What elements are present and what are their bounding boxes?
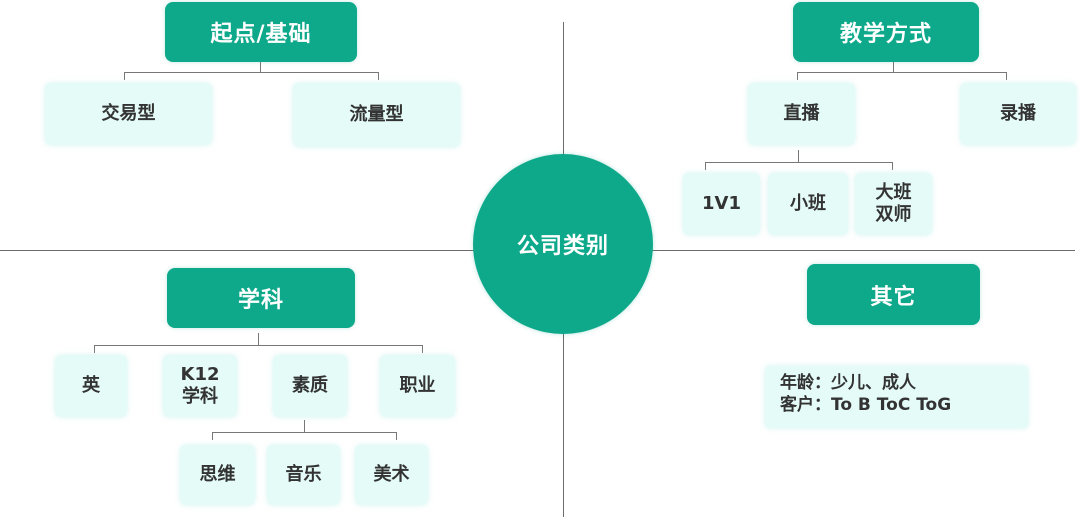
- connector: [892, 162, 893, 170]
- connector: [378, 72, 379, 80]
- connector: [705, 162, 706, 170]
- node-label: 学科: [237, 288, 284, 313]
- node-transaction-type: 交易型: [45, 83, 212, 145]
- node-teaching-method: 教学方式: [793, 2, 979, 62]
- node-label-line2: 双师: [875, 204, 912, 225]
- node-label: 流量型: [349, 104, 404, 125]
- node-label: 思维: [199, 464, 236, 485]
- node-label: 1V1: [702, 193, 741, 214]
- node-label: 起点/基础: [210, 22, 312, 47]
- vertical-axis-top: [563, 22, 564, 157]
- other-info-box: 年龄：少儿、成人 客户：To B ToC ToG: [765, 366, 1028, 428]
- center-node: 公司类别: [473, 154, 653, 334]
- connector: [797, 72, 1007, 73]
- node-1v1: 1V1: [683, 173, 760, 235]
- node-label: 职业: [399, 375, 436, 396]
- connector: [260, 62, 261, 72]
- node-label: 教学方式: [839, 22, 932, 47]
- node-large-class-dual-teacher: 大班 双师: [855, 173, 932, 235]
- node-start-basis: 起点/基础: [165, 2, 357, 62]
- node-quality-education: 素质: [273, 355, 347, 417]
- center-label: 公司类别: [516, 234, 609, 259]
- node-label-line1: 大班: [875, 182, 912, 203]
- node-english: 英: [55, 355, 127, 417]
- vertical-axis-bottom: [563, 330, 564, 517]
- node-recorded: 录播: [960, 83, 1076, 145]
- node-label: 交易型: [101, 103, 156, 124]
- connector: [124, 72, 125, 80]
- node-label: 其它: [870, 284, 917, 310]
- connector: [94, 345, 95, 353]
- node-label-line1: K12: [180, 364, 220, 385]
- age-info: 年龄：少儿、成人: [780, 373, 916, 393]
- node-subject: 学科: [167, 268, 355, 328]
- connector: [304, 420, 305, 432]
- node-label: 音乐: [285, 464, 322, 485]
- horizontal-axis-right: [650, 250, 1075, 251]
- horizontal-axis-left: [0, 250, 476, 251]
- node-label: 直播: [783, 103, 820, 124]
- node-small-class: 小班: [768, 173, 848, 235]
- connector: [212, 432, 397, 433]
- node-k12-subjects: K12 学科: [163, 355, 237, 417]
- connector: [258, 333, 259, 345]
- node-vocational: 职业: [380, 355, 455, 417]
- node-label: 英: [82, 375, 100, 396]
- node-label: 美术: [373, 464, 410, 485]
- node-label-line2: 学科: [182, 386, 218, 407]
- node-live: 直播: [748, 83, 855, 145]
- connector: [422, 345, 423, 353]
- node-other: 其它: [807, 264, 980, 325]
- connector: [212, 432, 213, 440]
- node-label: 素质: [292, 375, 328, 396]
- connector: [396, 432, 397, 440]
- connector: [124, 72, 379, 73]
- node-art: 美术: [355, 445, 428, 505]
- connector: [1006, 72, 1007, 80]
- node-thinking: 思维: [180, 445, 255, 505]
- node-music: 音乐: [267, 445, 340, 505]
- connector: [893, 62, 894, 72]
- node-traffic-type: 流量型: [293, 83, 460, 147]
- connector: [798, 150, 799, 162]
- customer-info: 客户：To B ToC ToG: [780, 395, 952, 415]
- node-label: 小班: [790, 193, 826, 214]
- node-label: 录播: [1000, 103, 1036, 124]
- connector: [94, 345, 423, 346]
- connector: [705, 162, 893, 163]
- connector: [797, 72, 798, 80]
